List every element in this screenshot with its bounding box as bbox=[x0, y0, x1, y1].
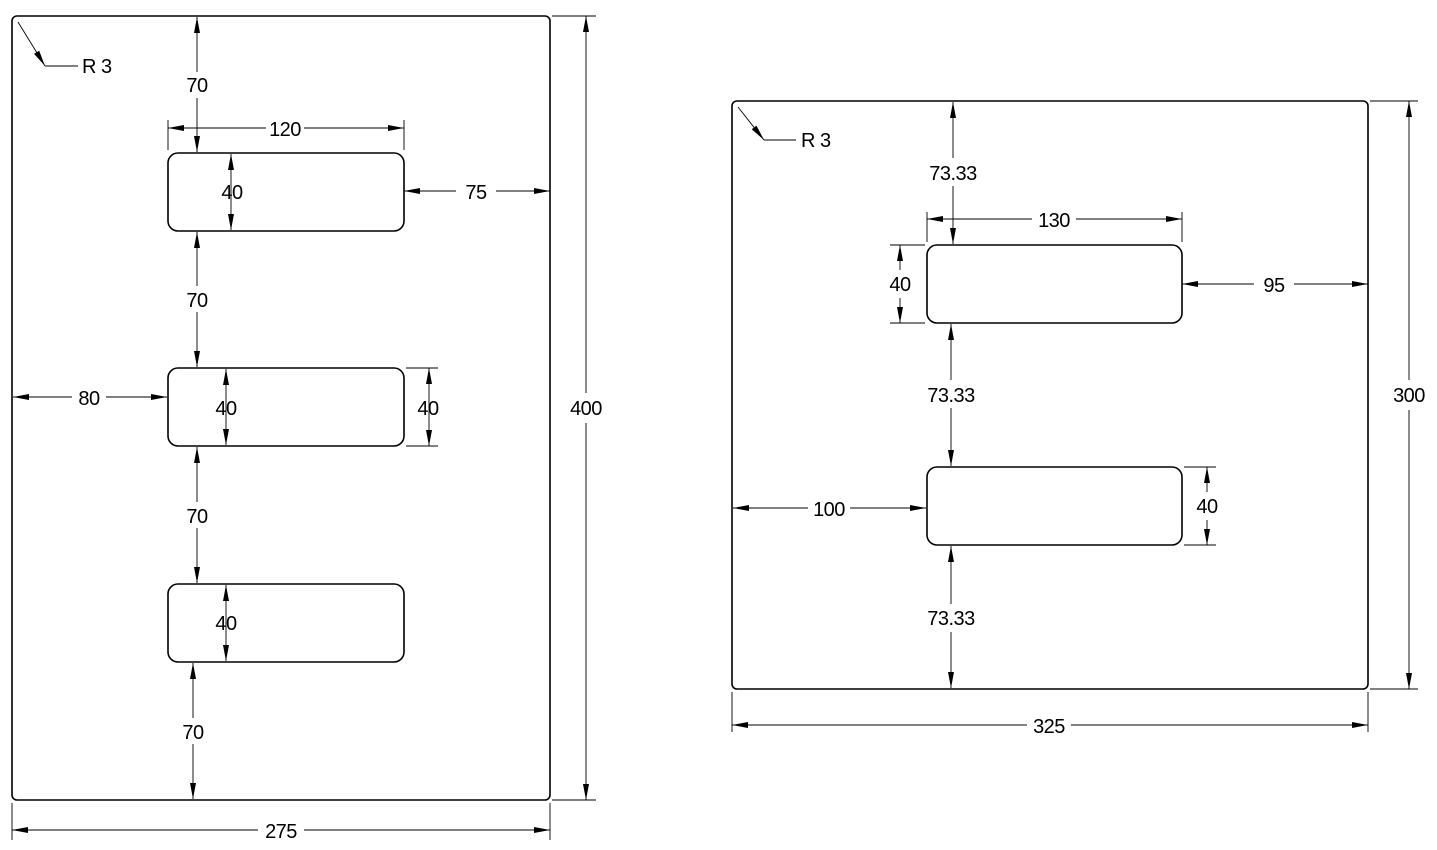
right-dim-left-margin: 100 bbox=[733, 499, 926, 521]
right-width-label: 325 bbox=[1033, 716, 1065, 738]
right-dim-right-margin: 95 bbox=[1182, 275, 1368, 297]
right-height-label: 300 bbox=[1393, 385, 1425, 407]
left-slot-top bbox=[167, 152, 405, 232]
left-slot-height-middle-label: 40 bbox=[215, 398, 237, 420]
left-dim-slot-height-top: 40 bbox=[221, 154, 243, 230]
right-slot-length-label: 130 bbox=[1038, 210, 1070, 232]
right-dim-gap-between: 73.33 bbox=[927, 324, 976, 466]
right-slot-height-bottom-label: 40 bbox=[1196, 496, 1218, 518]
left-gap-between-1-label: 70 bbox=[186, 290, 208, 312]
left-slot-middle bbox=[167, 367, 405, 447]
left-plate-outline bbox=[11, 15, 551, 801]
right-dim-gap-top: 73.33 bbox=[929, 102, 978, 244]
left-gap-between-2-label: 70 bbox=[186, 506, 208, 528]
left-slot-length-label: 120 bbox=[269, 119, 301, 141]
right-dim-slot-height-top: 40 bbox=[889, 244, 925, 324]
right-plate-drawing: R 3 73.33 130 40 bbox=[731, 100, 1426, 738]
left-width-label: 275 bbox=[265, 821, 297, 843]
right-dim-width: 325 bbox=[731, 692, 1369, 738]
left-dim-gap-bottom: 70 bbox=[182, 663, 204, 799]
left-dim-gap-between-2: 70 bbox=[186, 447, 208, 583]
left-dim-slot-height-middle: 40 bbox=[215, 369, 237, 445]
left-dim-right-margin: 75 bbox=[404, 182, 550, 204]
left-corner-radius-callout: R 3 bbox=[17, 21, 113, 78]
right-corner-radius-label: R 3 bbox=[801, 130, 831, 152]
left-left-margin-label: 80 bbox=[78, 388, 100, 410]
right-plate-outline bbox=[731, 100, 1369, 690]
right-slot-height-top-label: 40 bbox=[889, 274, 911, 296]
left-dim-left-margin: 80 bbox=[13, 388, 167, 410]
right-left-margin-label: 100 bbox=[813, 499, 845, 521]
right-dim-gap-bottom: 73.33 bbox=[927, 546, 976, 688]
right-slot-top bbox=[926, 244, 1183, 324]
right-gap-bottom-label: 73.33 bbox=[927, 608, 975, 630]
left-gap-bottom-label: 70 bbox=[182, 722, 204, 744]
right-dim-height: 300 bbox=[1370, 100, 1426, 690]
left-dim-slot-height-middle-right: 40 bbox=[406, 367, 439, 447]
left-right-margin-label: 75 bbox=[465, 182, 487, 204]
left-corner-radius-label: R 3 bbox=[82, 56, 112, 78]
left-dim-slot-length: 120 bbox=[167, 119, 405, 150]
right-gap-top-label: 73.33 bbox=[929, 163, 977, 185]
right-dim-slot-length: 130 bbox=[926, 210, 1183, 242]
left-dim-gap-between-1: 70 bbox=[186, 232, 208, 367]
left-height-label: 400 bbox=[570, 398, 602, 420]
left-dim-height: 400 bbox=[552, 15, 603, 801]
left-dim-gap-top: 70 bbox=[186, 17, 208, 152]
right-slot-bottom bbox=[926, 466, 1183, 546]
right-right-margin-label: 95 bbox=[1263, 275, 1285, 297]
right-gap-between-label: 73.33 bbox=[927, 385, 975, 407]
left-gap-top-label: 70 bbox=[186, 75, 208, 97]
right-corner-radius-callout: R 3 bbox=[737, 106, 832, 152]
left-slot-height-bottom-label: 40 bbox=[215, 613, 237, 635]
left-slot-height-middle-right-label: 40 bbox=[417, 398, 439, 420]
left-dim-slot-height-bottom: 40 bbox=[215, 585, 237, 661]
left-plate-drawing: R 3 70 120 40 bbox=[11, 15, 603, 843]
right-dim-slot-height-bottom: 40 bbox=[1184, 466, 1218, 546]
left-slot-height-top-label: 40 bbox=[221, 182, 243, 204]
left-slot-bottom bbox=[167, 583, 405, 663]
left-dim-width: 275 bbox=[11, 803, 551, 843]
